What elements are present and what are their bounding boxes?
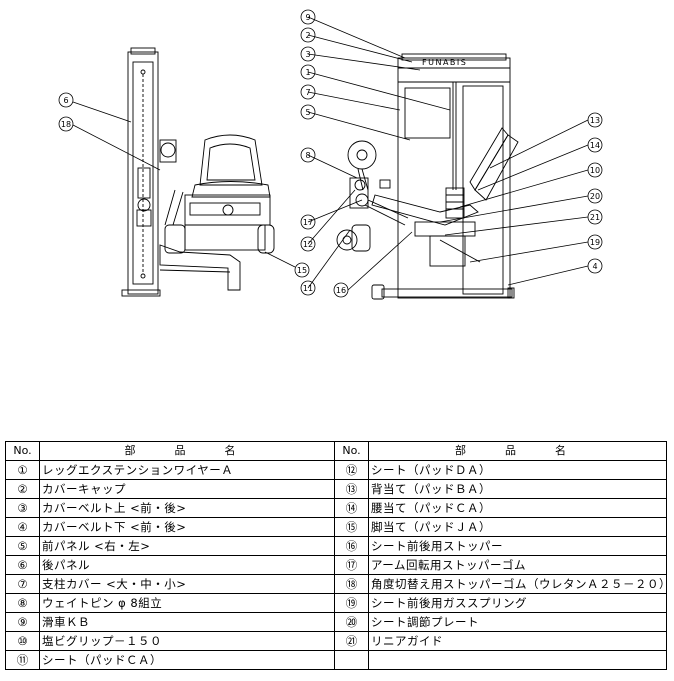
table-row: ② カバーキャップ ⑬ 背当て（パッドＢＡ） <box>5 479 667 499</box>
part-name <box>368 650 667 670</box>
part-no: ① <box>5 460 40 480</box>
callout-numbers: 9 2 3 1 7 5 6 18 8 17 12 11 16 15 13 14 … <box>61 13 600 295</box>
leader-lines <box>72 16 589 291</box>
part-no: ⑯ <box>334 536 369 556</box>
part-name: 脚当て（パッドＪＡ） <box>368 517 667 537</box>
part-no <box>334 650 369 670</box>
part-name: 塩ビグリップ－１５０ <box>39 631 335 651</box>
table-row: ⑤ 前パネル <右・左> ⑯ シート前後用ストッパー <box>5 536 667 556</box>
callout-17: 17 <box>303 218 313 227</box>
callout-13: 13 <box>590 116 600 125</box>
part-name: シート（パッドＤＡ） <box>368 460 667 480</box>
part-name: ウェイトピン φ 8組立 <box>39 593 335 613</box>
callout-3: 3 <box>305 50 310 59</box>
callout-15: 15 <box>297 266 307 275</box>
part-no: ⑥ <box>5 555 40 575</box>
callout-18: 18 <box>61 120 71 129</box>
callout-1: 1 <box>305 68 310 77</box>
part-name: カバーベルト上 <前・後> <box>39 498 335 518</box>
callout-5: 5 <box>305 108 310 117</box>
part-no: ⑳ <box>334 612 369 632</box>
part-no: ⑫ <box>334 460 369 480</box>
part-no: ⑪ <box>5 650 40 670</box>
part-name: 前パネル <右・左> <box>39 536 335 556</box>
part-name: アーム回転用ストッパーゴム <box>368 555 667 575</box>
front-view <box>336 53 519 300</box>
callout-6: 6 <box>63 96 68 105</box>
callout-4: 4 <box>592 262 597 271</box>
callout-11: 11 <box>303 284 313 293</box>
callout-8: 8 <box>305 151 310 160</box>
part-no: ⑩ <box>5 631 40 651</box>
brand-label: FUNABIS <box>422 58 467 67</box>
table-row: ⑦ 支柱カバー <大・中・小> ⑱ 角度切替え用ストッパーゴム（ウレタンＡ２５－… <box>5 574 667 594</box>
part-name: 後パネル <box>39 555 335 575</box>
part-no: ③ <box>5 498 40 518</box>
part-name: 腰当て（パッドＣＡ） <box>368 498 667 518</box>
part-name: レッグエクステンションワイヤーＡ <box>39 460 335 480</box>
part-no: ② <box>5 479 40 499</box>
part-no: ⑲ <box>334 593 369 613</box>
callout-12: 12 <box>303 240 313 249</box>
table-row: ⑥ 後パネル ⑰ アーム回転用ストッパーゴム <box>5 555 667 575</box>
table-row: ⑪ シート（パッドＣＡ） <box>5 650 667 670</box>
callout-9: 9 <box>305 13 310 22</box>
callout-20: 20 <box>590 192 600 201</box>
header-name-right: 部 品 名 <box>368 441 667 461</box>
table-row: ① レッグエクステンションワイヤーＡ ⑫ シート（パッドＤＡ） <box>5 460 667 480</box>
callout-2: 2 <box>305 31 310 40</box>
part-no: ⑤ <box>5 536 40 556</box>
table-row: ③ カバーベルト上 <前・後> ⑭ 腰当て（パッドＣＡ） <box>5 498 667 518</box>
part-no: ⑬ <box>334 479 369 499</box>
part-name: カバーキャップ <box>39 479 335 499</box>
table-header-row: No. 部 品 名 No. 部 品 名 <box>5 441 667 461</box>
table-row: ④ カバーベルト下 <前・後> ⑮ 脚当て（パッドＪＡ） <box>5 517 667 537</box>
callout-16: 16 <box>336 286 346 295</box>
part-name: シート調節プレート <box>368 612 667 632</box>
part-no: ④ <box>5 517 40 537</box>
side-view <box>121 47 275 297</box>
part-name: シート前後用ストッパー <box>368 536 667 556</box>
callout-7: 7 <box>305 88 310 97</box>
header-no-right: No. <box>334 441 369 461</box>
part-name: カバーベルト下 <前・後> <box>39 517 335 537</box>
part-name: シート前後用ガススプリング <box>368 593 667 613</box>
part-name: 滑車ＫＢ <box>39 612 335 632</box>
part-no: ⑨ <box>5 612 40 632</box>
machine-diagram: FUNABIS 9 2 3 1 7 5 6 18 8 17 12 11 16 1… <box>58 9 603 300</box>
part-name: 背当て（パッドＢＡ） <box>368 479 667 499</box>
part-name: シート（パッドＣＡ） <box>39 650 335 670</box>
part-name: 支柱カバー <大・中・小> <box>39 574 335 594</box>
parts-table: No. 部 品 名 No. 部 品 名 ① レッグエクステンションワイヤーＡ ⑫… <box>5 441 667 670</box>
part-no: ⑮ <box>334 517 369 537</box>
table-row: ⑩ 塩ビグリップ－１５０ ㉑ リニアガイド <box>5 631 667 651</box>
part-name: 角度切替え用ストッパーゴム（ウレタンＡ２５－２０） <box>368 574 667 594</box>
callout-10: 10 <box>590 166 600 175</box>
header-name-left: 部 品 名 <box>39 441 335 461</box>
callout-19: 19 <box>590 238 600 247</box>
header-no-left: No. <box>5 441 40 461</box>
part-name: リニアガイド <box>368 631 667 651</box>
table-row: ⑧ ウェイトピン φ 8組立 ⑲ シート前後用ガススプリング <box>5 593 667 613</box>
part-no: ⑰ <box>334 555 369 575</box>
part-no: ⑭ <box>334 498 369 518</box>
callout-14: 14 <box>590 141 600 150</box>
part-no: ㉑ <box>334 631 369 651</box>
callout-markers <box>58 9 603 298</box>
part-no: ⑦ <box>5 574 40 594</box>
callout-21: 21 <box>590 213 600 222</box>
table-row: ⑨ 滑車ＫＢ ⑳ シート調節プレート <box>5 612 667 632</box>
part-no: ⑧ <box>5 593 40 613</box>
part-no: ⑱ <box>334 574 369 594</box>
